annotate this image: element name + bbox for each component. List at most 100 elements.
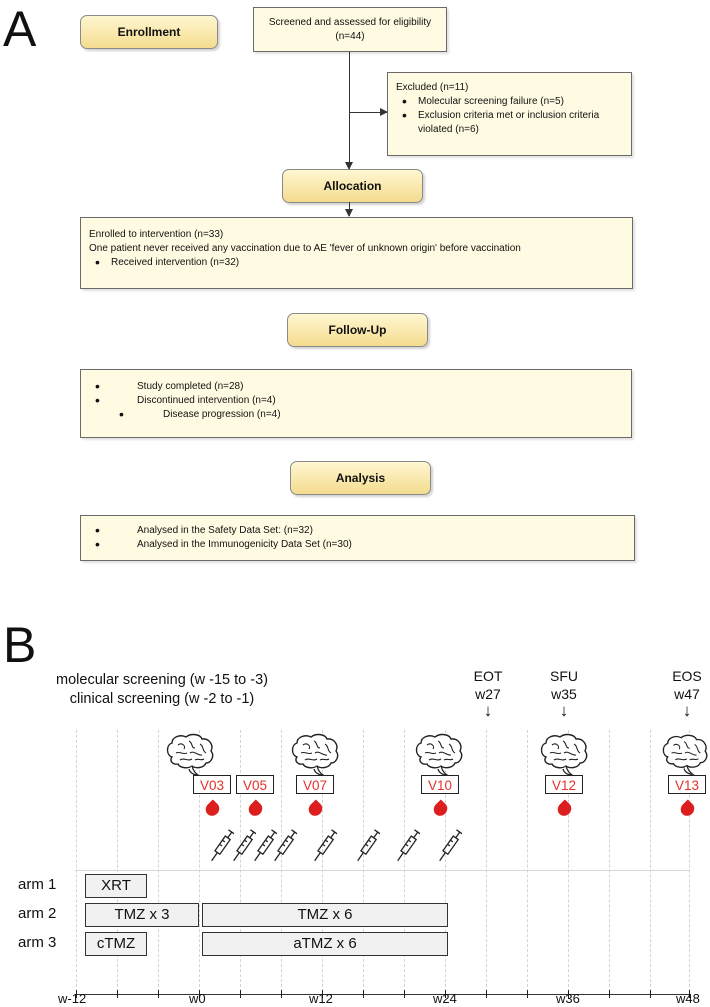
- brain-icon: [540, 733, 588, 776]
- excluded-item: Molecular screening failure (n=5): [396, 94, 623, 109]
- timeline-tick: [363, 990, 365, 998]
- syringe-icon: [397, 829, 420, 862]
- followup-subitem: Disease progression (n=4): [89, 407, 623, 422]
- visit-v03: V03: [193, 775, 231, 794]
- milestone-eos: EOS w47 ↓: [669, 667, 705, 719]
- timeline-label: w36: [556, 991, 580, 1006]
- timeline-tick: [486, 990, 488, 998]
- followup-header: Follow-Up: [287, 313, 428, 347]
- timeline-tick: [76, 990, 78, 998]
- grid-line: [322, 730, 323, 992]
- syringe-icon: [211, 829, 234, 862]
- timeline-tick: [158, 990, 160, 998]
- grid-line: [445, 730, 446, 992]
- timeline-label: w48: [676, 991, 700, 1006]
- panel-b-letter: B: [3, 617, 37, 673]
- syringe-icon: [274, 829, 297, 862]
- syringe-icon: [314, 829, 337, 862]
- timeline-label: w-12: [58, 991, 87, 1006]
- grid-line: [486, 730, 487, 992]
- grid-line: [568, 730, 569, 992]
- visit-v10: V10: [421, 775, 459, 794]
- grid-line: [363, 730, 364, 992]
- screened-box: Screened and assessed for eligibility (n…: [253, 7, 447, 52]
- timeline-label: w24: [433, 991, 457, 1006]
- down-arrow-icon: ↓: [682, 701, 692, 720]
- allocation-line1: Enrolled to intervention (n=33): [89, 229, 224, 240]
- grid-line: [76, 730, 77, 992]
- followup-item: Study completed (n=28): [89, 379, 623, 394]
- brain-icon: [415, 733, 463, 776]
- visit-v12: V12: [545, 775, 583, 794]
- milestone-week: w27: [475, 686, 501, 702]
- blood-drop-icon: [554, 799, 575, 819]
- screening-text: molecular screening (w -15 to -3) clinic…: [22, 671, 302, 709]
- arm-line: [75, 870, 689, 871]
- timeline-tick: [650, 990, 652, 998]
- followup-item: Discontinued intervention (n=4): [89, 393, 623, 408]
- milestone-eot: EOT w27 ↓: [470, 667, 506, 719]
- timeline-label: w12: [309, 991, 333, 1006]
- arm3-ctmz-bar: cTMZ: [85, 932, 147, 956]
- blood-drop-icon: [430, 799, 451, 819]
- allocation-item: Received intervention (n=32): [89, 255, 624, 270]
- timeline-tick: [445, 990, 447, 998]
- timeline-tick: [689, 990, 691, 998]
- syringe-icon: [254, 829, 277, 862]
- grid-line: [199, 730, 200, 992]
- brain-icon: [166, 733, 214, 776]
- analysis-item: Analysed in the Safety Data Set: (n=32): [89, 523, 626, 538]
- milestone-label: EOS: [672, 668, 702, 684]
- milestone-label: SFU: [550, 668, 578, 684]
- grid-line: [650, 730, 651, 992]
- timeline-tick: [609, 990, 611, 998]
- milestone-week: w47: [674, 686, 700, 702]
- grid-line: [158, 730, 159, 992]
- grid-line: [404, 730, 405, 992]
- grid-line: [281, 730, 282, 992]
- milestone-sfu: SFU w35 ↓: [546, 667, 582, 719]
- visit-v07: V07: [296, 775, 334, 794]
- blood-drop-icon: [245, 799, 266, 819]
- timeline-tick: [117, 990, 119, 998]
- timeline-label: w0: [189, 991, 206, 1006]
- down-arrow-icon: ↓: [559, 701, 569, 720]
- milestone-label: EOT: [473, 668, 503, 684]
- blood-drop-icon: [677, 799, 698, 819]
- arm-1-label: arm 1: [18, 876, 57, 893]
- visit-v13: V13: [668, 775, 706, 794]
- analysis-item: Analysed in the Immunogenicity Data Set …: [89, 537, 626, 552]
- timeline-tick: [322, 990, 324, 998]
- excluded-box: Excluded (n=11) Molecular screening fail…: [387, 72, 632, 156]
- arm-2-label: arm 2: [18, 905, 57, 922]
- analysis-box: Analysed in the Safety Data Set: (n=32) …: [80, 515, 635, 561]
- analysis-header: Analysis: [290, 461, 431, 495]
- visit-v05: V05: [236, 775, 274, 794]
- excluded-title: Excluded (n=11): [396, 82, 469, 93]
- grid-line: [527, 730, 528, 992]
- flow-arrow-to-excluded: [349, 108, 388, 116]
- syringe-icon: [439, 829, 462, 862]
- arm1-xrt-bar: XRT: [85, 874, 147, 898]
- timeline-tick: [281, 990, 283, 998]
- molecular-screening-line: molecular screening (w -15 to -3): [56, 672, 268, 688]
- arm2-tmz3-bar: TMZ x 3: [85, 903, 199, 927]
- timeline-tick: [199, 990, 201, 998]
- syringe-icon: [233, 829, 256, 862]
- timeline-tick: [240, 990, 242, 998]
- flow-arrow-allocation-to-enrolled: [345, 202, 353, 217]
- arm3-atmz6-bar: aTMZ x 6: [202, 932, 448, 956]
- blood-drop-icon: [202, 799, 223, 819]
- brain-icon: [291, 733, 339, 776]
- arm-3-label: arm 3: [18, 934, 57, 951]
- enrollment-header: Enrollment: [80, 15, 218, 49]
- grid-line: [689, 730, 690, 992]
- milestone-week: w35: [551, 686, 577, 702]
- clinical-screening-line: clinical screening (w -2 to -1): [69, 691, 255, 707]
- grid-line: [117, 730, 118, 992]
- timeline-axis: [76, 994, 690, 996]
- screened-text: Screened and assessed for eligibility (n…: [268, 16, 432, 42]
- allocation-box: Enrolled to intervention (n=33) One pati…: [80, 217, 633, 289]
- timeline-tick: [568, 990, 570, 998]
- followup-box: Study completed (n=28) Discontinued inte…: [80, 369, 632, 438]
